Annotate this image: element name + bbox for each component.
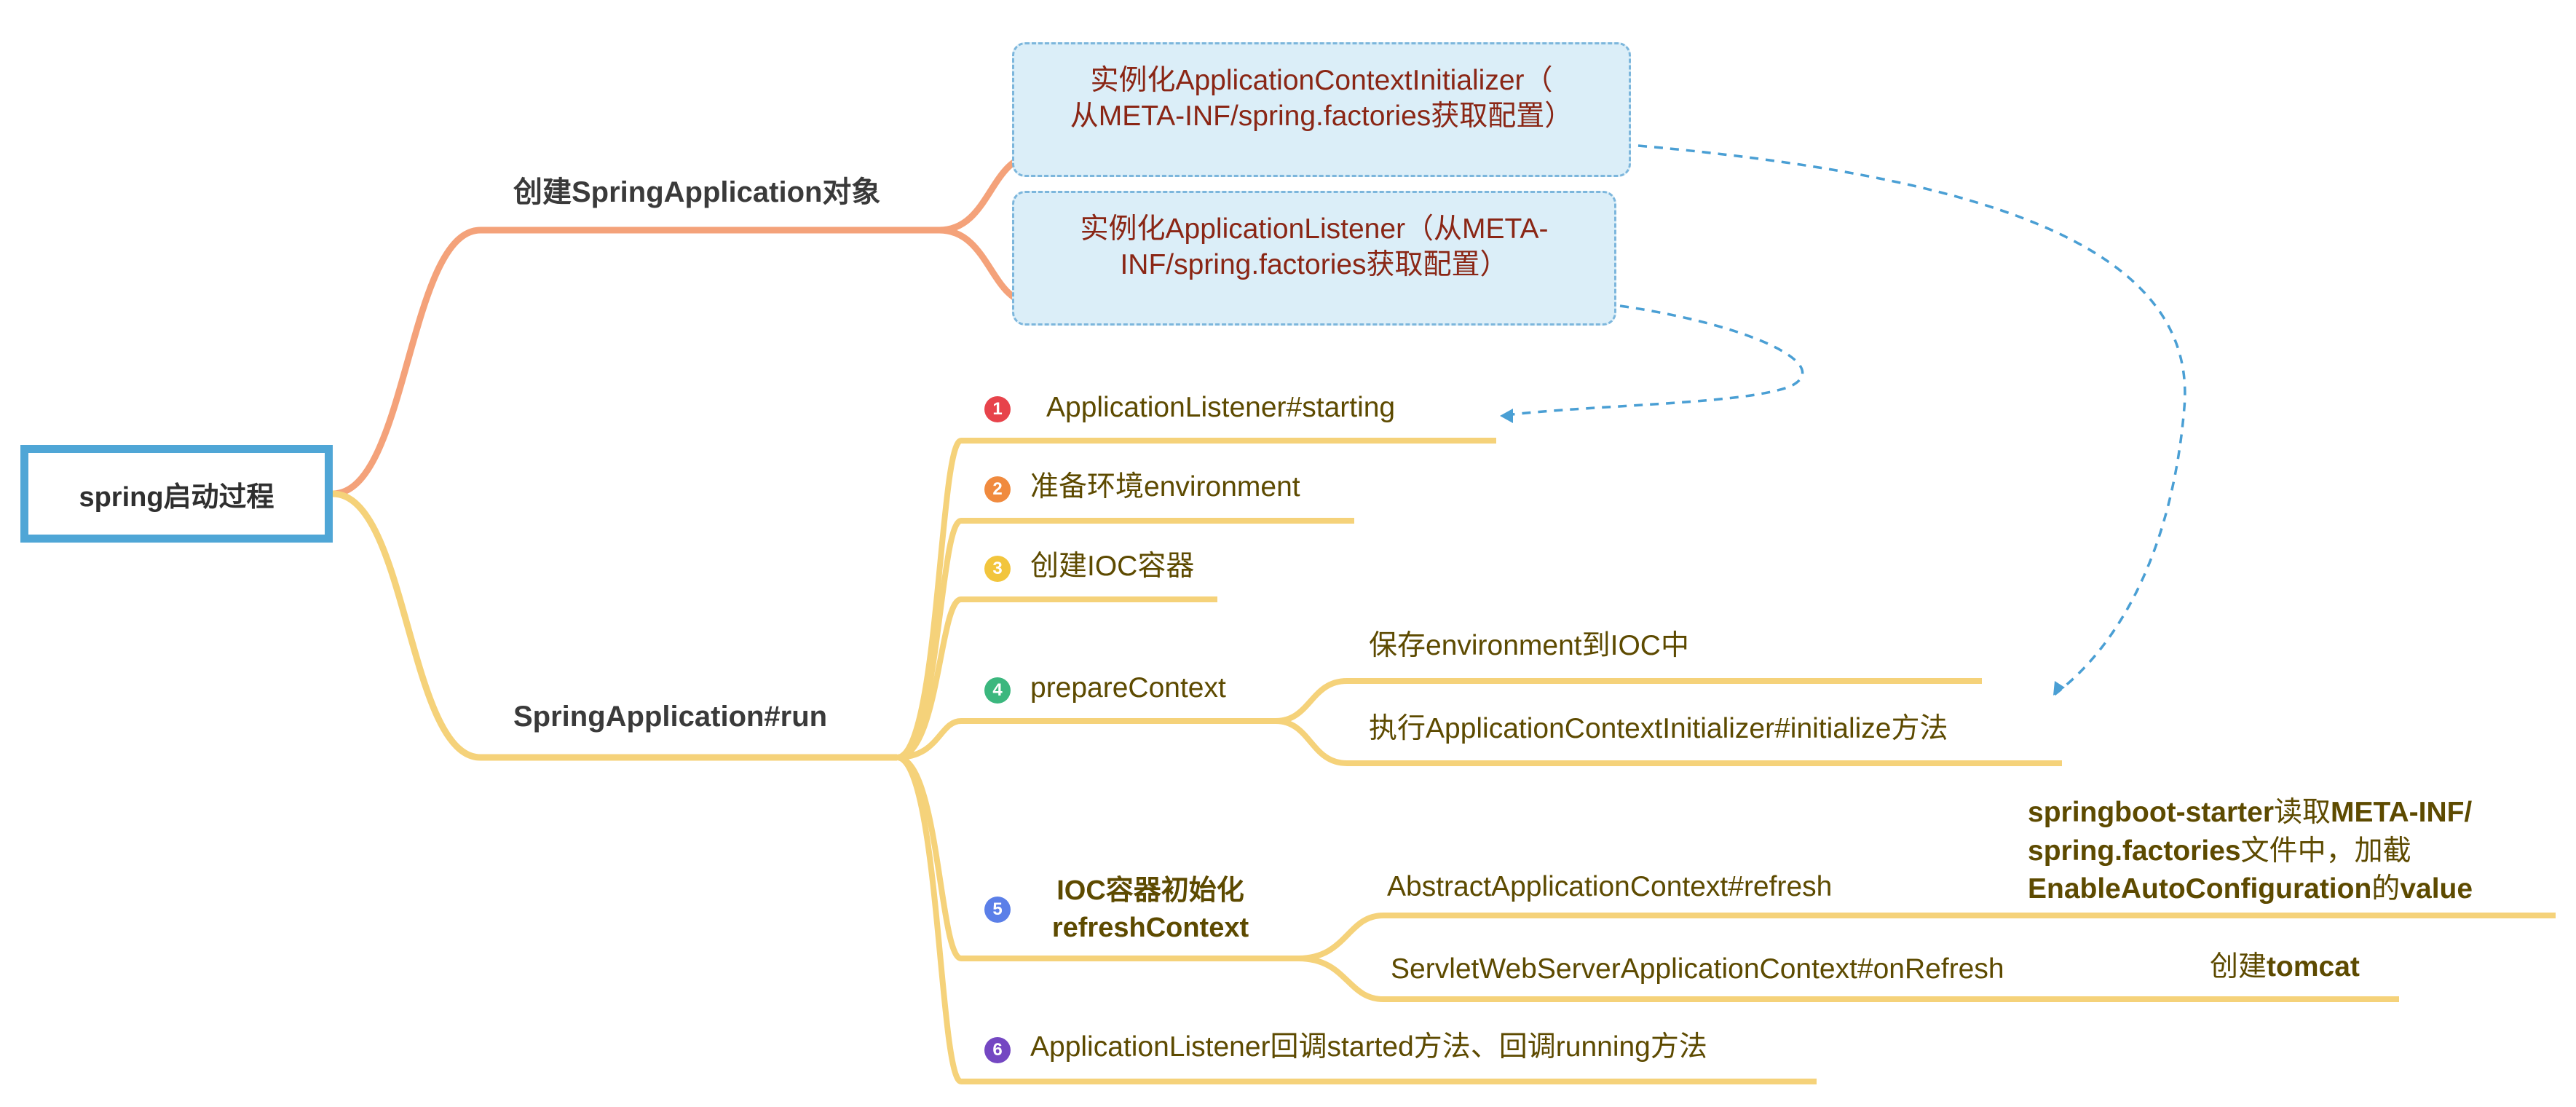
step-4-label: prepareContext bbox=[1030, 672, 1226, 704]
step-badge-6: 6 bbox=[984, 1037, 1011, 1063]
refresh-note-line-2-b: 文件中，加截 bbox=[2240, 835, 2411, 867]
create-child-box-2: 实例化ApplicationListener（从META- INF/spring… bbox=[1012, 191, 1616, 326]
refresh-child-1-note: springboot-starter读取META-INF/ spring.fac… bbox=[2028, 794, 2473, 909]
step-badge-5: 5 bbox=[984, 897, 1011, 923]
relation-arrow-listener bbox=[1505, 304, 1804, 417]
create-child-2-line-1: 实例化ApplicationListener（从META- bbox=[1080, 213, 1549, 245]
refresh-child-2-note: 创建tomcat bbox=[2210, 950, 2360, 985]
refresh-note-line-1-c: META-INF/ bbox=[2331, 797, 2473, 828]
refresh-child-1-label: AbstractApplicationContext#refresh bbox=[1387, 871, 1833, 902]
connector-prepare-child-2 bbox=[1275, 718, 2062, 766]
refresh-note-line-1-b: 读取 bbox=[2274, 797, 2331, 828]
step-badge-1: 1 bbox=[984, 396, 1011, 422]
connector-refresh-child-1 bbox=[1297, 913, 2556, 961]
refresh-note-line-3-c: value bbox=[2400, 873, 2473, 905]
connector-refresh-child-2 bbox=[1297, 956, 2399, 1002]
refresh-note-line-3-a: EnableAutoConfiguration bbox=[2028, 873, 2372, 905]
refresh-child-2-note-a: 创建 bbox=[2210, 951, 2267, 982]
step-2-label: 准备环境environment bbox=[1030, 471, 1300, 503]
refresh-child-2-label: ServletWebServerApplicationContext#onRef… bbox=[1391, 953, 2004, 985]
root-label: spring启动过程 bbox=[79, 481, 274, 513]
step-1-label: ApplicationListener#starting bbox=[1046, 392, 1396, 423]
step-5-label-line-2: refreshContext bbox=[1051, 913, 1249, 944]
branch-run-label: SpringApplication#run bbox=[513, 701, 828, 733]
relation-arrowhead-listener bbox=[1500, 409, 1513, 423]
connector-root-run bbox=[332, 490, 897, 761]
connector-step-4 bbox=[896, 718, 1276, 760]
connector-prepare-child-1 bbox=[1275, 678, 1982, 724]
connector-step-3 bbox=[896, 596, 1217, 760]
prepare-child-1-label: 保存environment到IOC中 bbox=[1369, 630, 1689, 661]
step-badge-4: 4 bbox=[984, 677, 1011, 704]
step-6-label: ApplicationListener回调started方法、回调running… bbox=[1030, 1031, 1707, 1063]
branch-create-label: 创建SpringApplication对象 bbox=[513, 176, 881, 208]
step-3-label: 创建IOC容器 bbox=[1030, 551, 1195, 582]
create-child-1-line-2: 从META-INF/spring.factories获取配置） bbox=[1070, 100, 1573, 132]
create-child-2-line-2: INF/spring.factories获取配置） bbox=[1120, 248, 1509, 280]
step-5-label-line-1: IOC容器初始化 bbox=[1056, 875, 1244, 906]
connector-step-6 bbox=[896, 755, 1817, 1084]
step-5-label: IOC容器初始化 refreshContext bbox=[1030, 872, 1271, 948]
refresh-note-line-2-a: spring.factories bbox=[2028, 835, 2241, 867]
relation-arrowhead-initializer bbox=[2053, 681, 2065, 696]
refresh-note-line-3-b: 的 bbox=[2371, 873, 2401, 905]
refresh-note-line-1-a: springboot-starter bbox=[2028, 797, 2275, 828]
step-badge-2: 2 bbox=[984, 476, 1011, 503]
create-child-box-1: 实例化ApplicationContextInitializer（ 从META-… bbox=[1012, 42, 1631, 177]
connector-root-create bbox=[332, 226, 939, 497]
step-badge-3: 3 bbox=[984, 556, 1011, 582]
root-node: spring启动过程 bbox=[20, 445, 333, 543]
refresh-child-2-note-b: tomcat bbox=[2267, 951, 2360, 982]
relation-arrow-initializer bbox=[1637, 144, 2186, 697]
prepare-child-2-label: 执行ApplicationContextInitializer#initiali… bbox=[1369, 713, 1948, 744]
create-child-1-line-1: 实例化ApplicationContextInitializer（ bbox=[1090, 65, 1553, 96]
